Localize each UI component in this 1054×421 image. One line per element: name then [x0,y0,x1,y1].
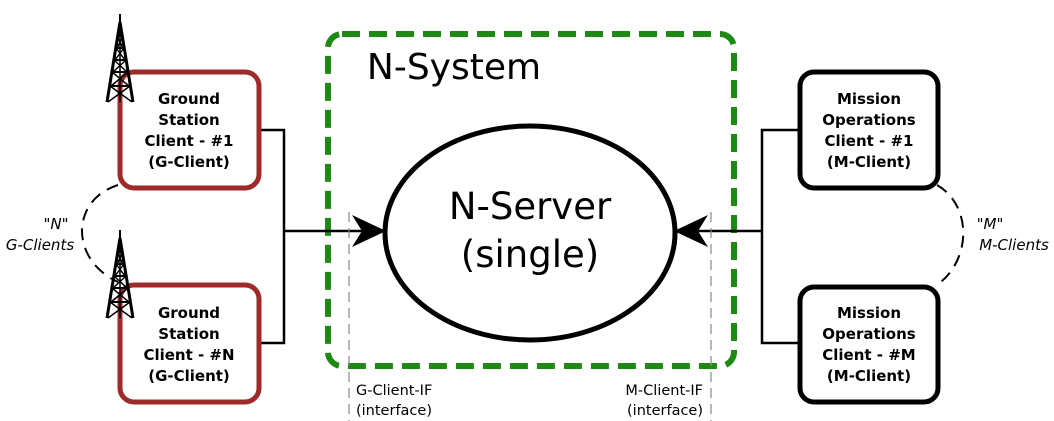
m-client-connector [698,128,800,345]
svg-text:Station: Station [158,111,219,129]
n-server-sublabel: (single) [461,233,599,276]
n-system-title: N-System [367,47,541,88]
mission-operations-client-1: Mission Operations Client - #1 (M-Client… [797,69,941,191]
svg-text:Operations: Operations [822,111,915,129]
n-server-label: N-Server [449,185,612,228]
m-interface-label: M-Client-IF [625,383,703,399]
n-server-node [382,123,678,343]
m-interface-sublabel: (interface) [627,403,703,419]
svg-text:Station: Station [158,325,219,343]
g-interface-label: G-Client-IF [356,383,432,399]
n-system-boundary [325,31,737,369]
svg-text:Client - #M: Client - #M [822,346,915,364]
svg-text:Client - #1: Client - #1 [825,132,914,150]
svg-text:(G-Client): (G-Client) [148,153,230,171]
svg-text:(M-Client): (M-Client) [827,153,911,171]
svg-text:Client - #1: Client - #1 [145,132,234,150]
svg-text:Ground: Ground [158,90,220,108]
svg-text:Operations: Operations [822,325,915,343]
svg-text:(M-Client): (M-Client) [827,367,911,385]
m-client-count-sublabel: M-Clients [979,236,1049,254]
ground-station-client-n: Ground Station Client - #N (G-Client) [117,282,262,405]
svg-text:Mission: Mission [837,90,901,108]
svg-text:(G-Client): (G-Client) [148,367,230,385]
svg-text:Mission: Mission [837,304,901,322]
m-arrow-head [674,215,708,247]
m-client-count-arc [936,184,965,286]
g-client-count-sublabel: G-Clients [6,236,74,254]
mission-operations-client-m: Mission Operations Client - #M (M-Client… [797,284,941,405]
svg-text:Client - #N: Client - #N [143,346,234,364]
g-client-count-label: "N" [43,215,68,233]
g-client-connector [259,128,362,345]
g-arrow-head [352,215,386,247]
ground-station-client-1: Ground Station Client - #1 (G-Client) [117,69,262,191]
svg-text:Ground: Ground [158,304,220,322]
g-interface-sublabel: (interface) [356,403,432,419]
m-client-count-label: "M" [977,215,1004,233]
g-client-count-arc [81,184,119,283]
